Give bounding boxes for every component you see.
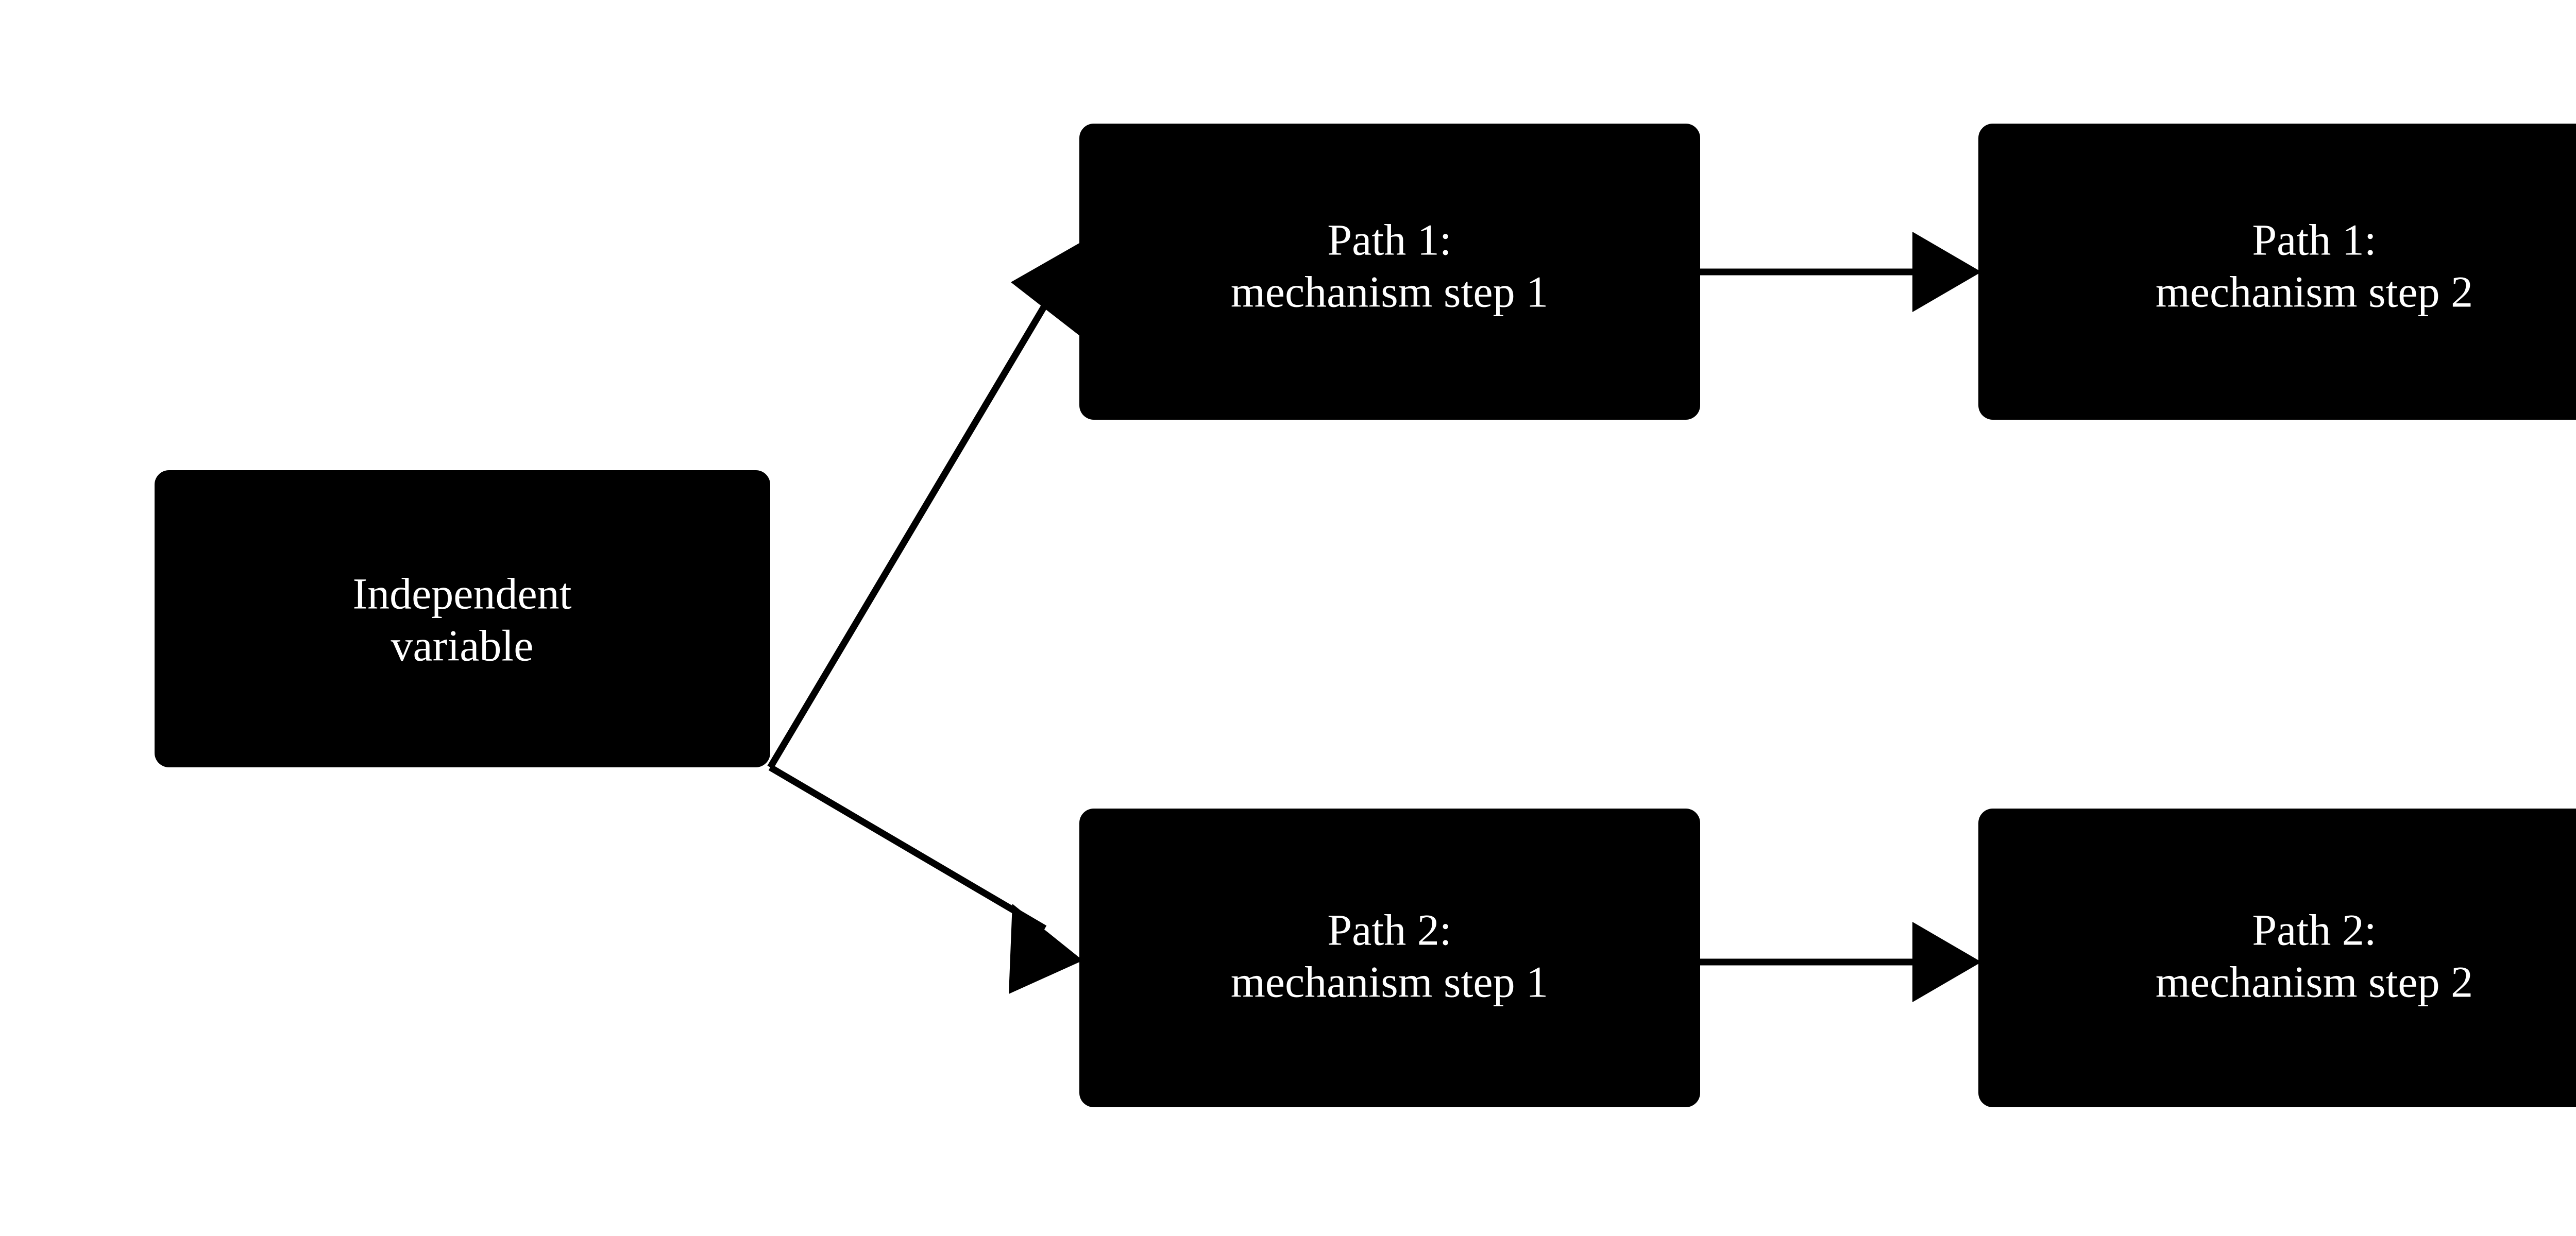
edge-path2-step1-to-path2-step2 (1700, 922, 1981, 1002)
node-label-line-1: Path 1: (1327, 215, 1451, 265)
arrowhead-icon (1011, 241, 1085, 340)
node-independent-variable[interactable]: Independent variable (155, 470, 770, 767)
node-path-2-mechanism-step-1[interactable]: Path 2: mechanism step 1 (1079, 809, 1700, 1107)
arrowhead-icon (1912, 232, 1981, 312)
node-path-1-mechanism-step-1[interactable]: Path 1: mechanism step 1 (1079, 124, 1700, 420)
node-label-line-2: variable (391, 621, 534, 671)
node-label-line-2: mechanism step 2 (2156, 267, 2473, 317)
edge-path1-step1-to-path1-step2 (1700, 232, 1981, 312)
node-box (1978, 124, 2576, 420)
edge-line (768, 764, 1047, 932)
edge-independent-to-path2-step1 (768, 764, 1083, 994)
edge-independent-to-path1-step1 (767, 241, 1085, 769)
edge-line (767, 303, 1048, 769)
node-box (1079, 124, 1700, 420)
node-label-line-1: Path 1: (2252, 215, 2376, 265)
node-box (1079, 809, 1700, 1107)
node-path-1-mechanism-step-2[interactable]: Path 1: mechanism step 2 (1978, 124, 2576, 420)
node-label-line-1: Independent (352, 569, 571, 619)
node-box (155, 470, 770, 767)
node-label-line-2: mechanism step 1 (1231, 267, 1548, 317)
node-label-line-1: Path 2: (1327, 905, 1451, 955)
node-label-line-2: mechanism step 2 (2156, 957, 2473, 1007)
node-label-line-1: Path 2: (2252, 905, 2376, 955)
arrowhead-icon (1009, 904, 1083, 994)
node-label-line-2: mechanism step 1 (1231, 957, 1548, 1007)
node-path-2-mechanism-step-2[interactable]: Path 2: mechanism step 2 (1978, 809, 2576, 1107)
node-box (1978, 809, 2576, 1107)
arrowhead-icon (1912, 922, 1981, 1002)
